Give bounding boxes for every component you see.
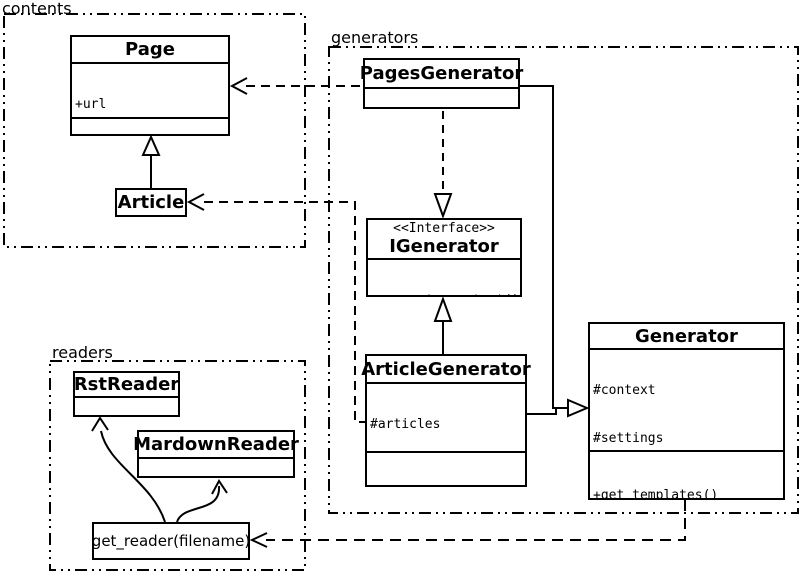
class-attribute: +url — [75, 97, 107, 112]
class-method: +generate_context() — [371, 293, 520, 295]
class-name-generator: Generator — [635, 325, 738, 347]
dependency-arrow-generator-to-getreader — [249, 500, 686, 548]
inheritance-arrow-article-to-page — [141, 134, 161, 188]
realization-arrow-pagesgenerator-to-igenerator — [433, 111, 453, 219]
class-name-rstreader: RstReader — [73, 374, 180, 395]
class-methods-generator: +get_templates() +get_files(path,exclude… — [590, 450, 783, 498]
arrow-getreader-to-rstreader — [91, 416, 166, 523]
class-box-article: Article — [115, 188, 187, 217]
dependency-arrow-articlegenerator-to-article — [186, 193, 365, 423]
class-method: +get_templates() — [593, 488, 719, 498]
package-label-readers: readers — [52, 343, 113, 362]
class-attribute: #settings — [593, 431, 664, 446]
package-label-contents: contents — [2, 0, 72, 18]
class-name-page: Page — [125, 39, 175, 60]
package-contents-border — [3, 13, 306, 248]
class-box-mardownreader: MardownReader +read() — [133, 430, 299, 478]
class-box-page: Page +url +slug +summary +check_properti… — [70, 35, 230, 136]
class-box-pagesgenerator: PagesGenerator #pages — [359, 58, 524, 109]
class-methods-page: +check_properties() — [72, 117, 228, 134]
package-label-generators: generators — [331, 28, 419, 47]
arrow-getreader-to-mardownreader — [176, 479, 228, 523]
class-attribute: #context — [593, 383, 656, 398]
class-attributes-articlegenerator: #articles #dates #tags #categories — [367, 382, 525, 451]
class-attributes-generator: #context #settings #path #theme #output_… — [590, 348, 783, 450]
class-methods-mardownreader: +read() — [139, 457, 293, 476]
class-methods-igenerator: +generate_context() +generate_output() — [368, 258, 520, 295]
class-name-igenerator: <<Interface>> IGenerator — [368, 220, 520, 258]
class-attributes-page: +url +slug +summary — [72, 62, 228, 117]
package-generators-border — [328, 46, 799, 514]
function-box-get-reader: get_reader(filename) — [92, 522, 250, 560]
class-name-mardownreader: MardownReader — [133, 434, 299, 455]
class-name-text: IGenerator — [389, 236, 499, 257]
class-name-article: Article — [117, 192, 185, 213]
package-readers-border — [49, 360, 306, 571]
class-name-articlegenerator: ArticleGenerator — [361, 358, 531, 380]
class-box-generator: Generator #context #settings #path #them… — [588, 322, 785, 500]
class-attribute: #articles — [370, 417, 441, 432]
class-box-igenerator: <<Interface>> IGenerator +generate_conte… — [366, 218, 522, 297]
class-name-pagesgenerator: PagesGenerator — [359, 63, 524, 84]
class-methods-articlegenerator: +generate_feeds() +generate_pages() — [367, 451, 525, 485]
class-box-rstreader: RstReader +read() — [73, 371, 180, 417]
realization-arrow-articlegenerator-to-igenerator — [433, 296, 453, 354]
dependency-arrow-pagesgenerator-to-page — [229, 77, 363, 95]
class-box-articlegenerator: ArticleGenerator #articles #dates #tags … — [361, 354, 531, 487]
class-attributes-pagesgenerator: #pages — [365, 87, 518, 107]
class-stereotype-interface: <<Interface>> — [393, 221, 495, 236]
inheritance-arrow-generators-to-generator — [518, 85, 590, 418]
class-methods-rstreader: +read() — [75, 396, 178, 415]
